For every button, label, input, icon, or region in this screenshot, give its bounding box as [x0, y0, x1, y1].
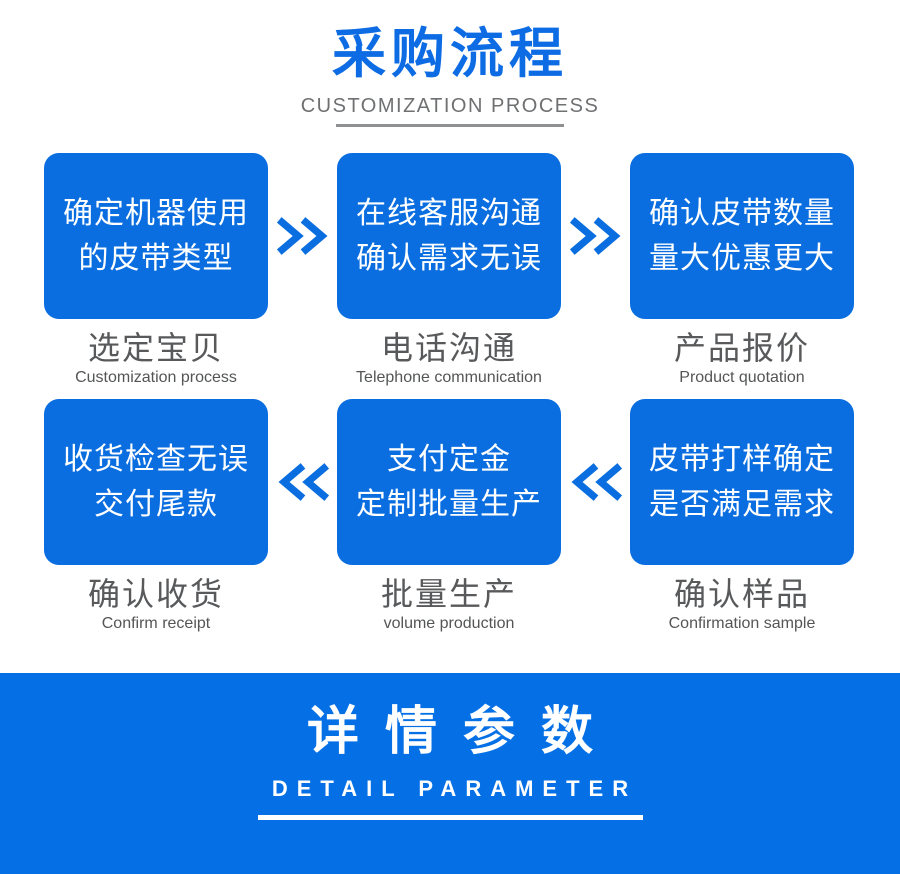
step-caption-en: Confirm receipt	[101, 614, 211, 632]
step-box-line1: 确定机器使用	[63, 197, 249, 230]
arrow-cell	[561, 399, 630, 565]
double-chevron-right-icon	[569, 217, 621, 255]
step-volume-production: 支付定金 定制批量生产 批量生产 volume production	[337, 399, 561, 632]
page-subtitle: CUSTOMIZATION PROCESS	[300, 95, 600, 117]
step-box: 皮带打样确定 是否满足需求	[630, 399, 854, 566]
banner-subtitle: DETAIL PARAMETER	[271, 776, 638, 802]
step-box: 确定机器使用 的皮带类型	[44, 153, 268, 319]
step-box-line2: 交付尾款	[94, 488, 218, 522]
double-chevron-left-icon	[570, 463, 622, 502]
step-confirm-sample: 皮带打样确定 是否满足需求 确认样品 Confirmation sample	[630, 399, 854, 632]
page-title: 采购流程	[332, 24, 568, 84]
step-caption-en: Telephone communication	[356, 368, 542, 386]
step-caption-zh: 选定宝贝	[87, 330, 224, 366]
step-box-line2: 确认需求无误	[356, 242, 542, 275]
step-box-line1: 确认皮带数量	[649, 197, 835, 230]
step-box-line1: 在线客服沟通	[356, 197, 542, 230]
step-caption-zh: 电话沟通	[380, 330, 517, 366]
step-caption-en: Customization process	[75, 368, 237, 386]
process-flow: 确定机器使用 的皮带类型 选定宝贝 Customization process …	[0, 153, 900, 632]
step-caption-zh: 确认收货	[87, 576, 224, 613]
step-box: 支付定金 定制批量生产	[337, 399, 561, 566]
step-select-product: 确定机器使用 的皮带类型 选定宝贝 Customization process	[44, 153, 268, 386]
step-box-line1: 皮带打样确定	[649, 443, 835, 477]
step-caption-en: Product quotation	[679, 368, 805, 386]
step-box-line2: 定制批量生产	[356, 488, 542, 522]
title-underline	[336, 124, 564, 127]
step-box-line1: 收货检查无误	[63, 443, 249, 477]
step-confirm-receipt: 收货检查无误 交付尾款 确认收货 Confirm receipt	[44, 399, 268, 632]
step-box-line2: 量大优惠更大	[649, 242, 835, 275]
detail-parameter-banner: 详情参数 DETAIL PARAMETER	[0, 673, 900, 874]
arrow-cell	[268, 153, 337, 319]
step-box: 确认皮带数量 量大优惠更大	[630, 153, 854, 319]
step-caption-en: volume production	[383, 614, 515, 632]
step-caption-en: Confirmation sample	[668, 614, 816, 632]
step-caption-zh: 确认样品	[673, 576, 810, 613]
banner-underline	[257, 815, 643, 821]
step-product-quotation: 确认皮带数量 量大优惠更大 产品报价 Product quotation	[630, 153, 854, 386]
flow-row-1: 确定机器使用 的皮带类型 选定宝贝 Customization process …	[0, 153, 900, 386]
banner-title: 详情参数	[306, 703, 619, 761]
step-box-line2: 的皮带类型	[78, 242, 234, 275]
step-box: 收货检查无误 交付尾款	[44, 399, 268, 566]
step-phone-communication: 在线客服沟通 确认需求无误 电话沟通 Telephone communicati…	[337, 153, 561, 386]
flow-row-2: 收货检查无误 交付尾款 确认收货 Confirm receipt 支付定金 定制…	[0, 399, 900, 632]
step-box: 在线客服沟通 确认需求无误	[337, 153, 561, 319]
step-caption-zh: 产品报价	[673, 330, 810, 366]
arrow-cell	[268, 399, 337, 565]
step-box-line2: 是否满足需求	[649, 488, 835, 522]
step-caption-zh: 批量生产	[380, 576, 517, 613]
section-header: 采购流程 CUSTOMIZATION PROCESS	[0, 0, 900, 127]
step-box-line1: 支付定金	[387, 443, 511, 477]
arrow-cell	[561, 153, 630, 319]
double-chevron-left-icon	[277, 463, 329, 502]
double-chevron-right-icon	[276, 217, 328, 255]
